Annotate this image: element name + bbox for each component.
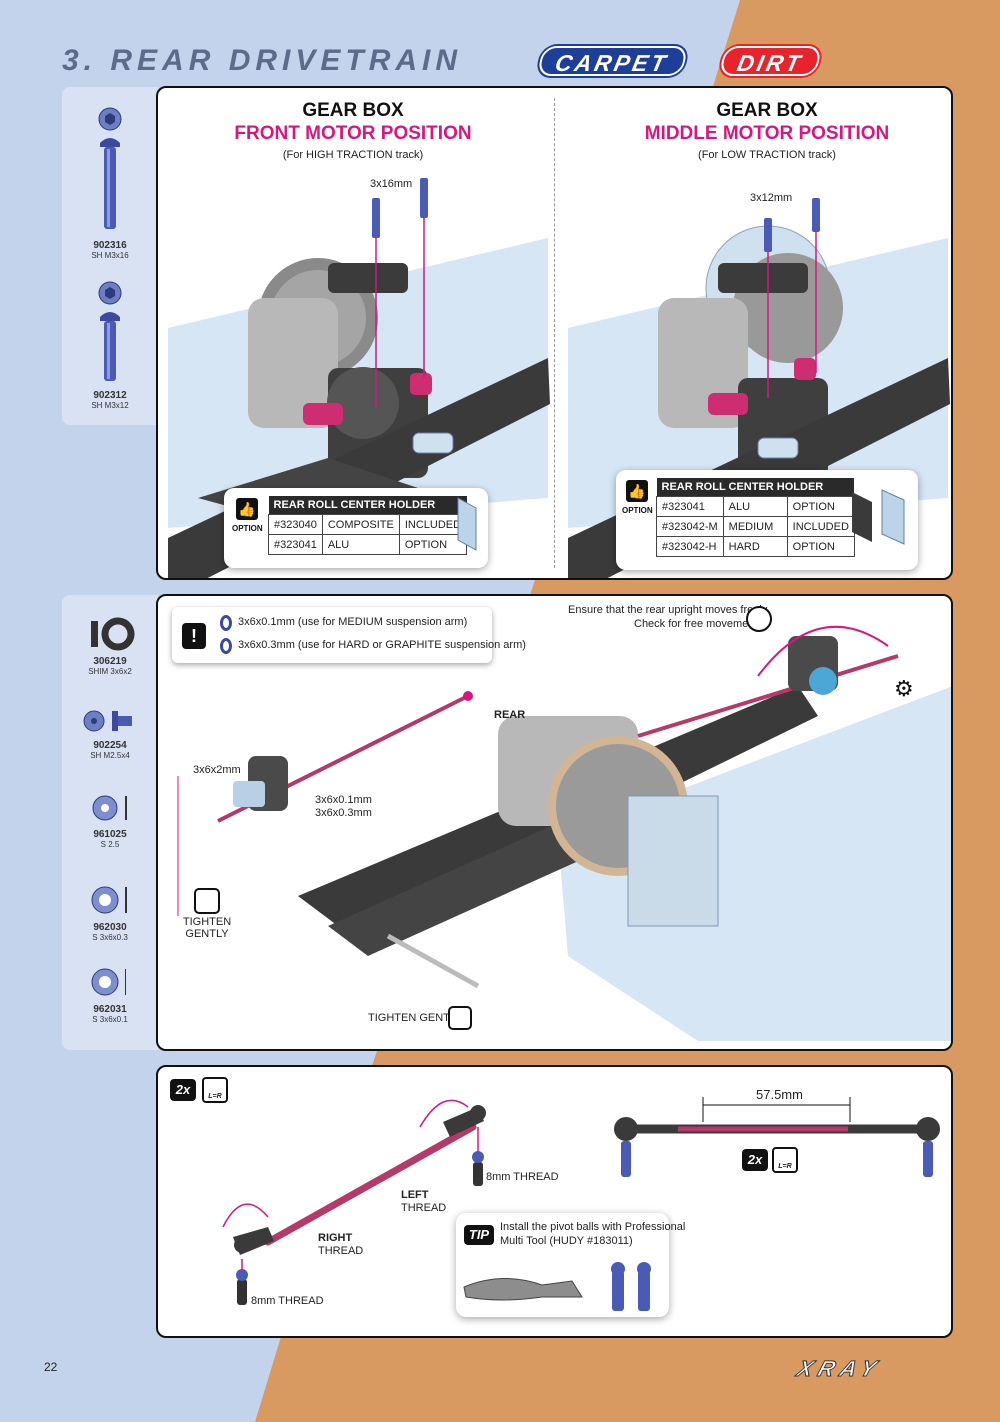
gearbox-middle-subtitle: MIDDLE MOTOR POSITION (644, 123, 890, 144)
washer-s2-5-icon (92, 795, 127, 821)
part-902312: 902312 SH M3x12 (62, 279, 158, 410)
roll-center-table-front: REAR ROLL CENTER HOLDER #323040 COMPOSIT… (268, 496, 468, 555)
table-row: #323042-H HARD OPTION (656, 536, 855, 557)
thumbs-up-icon: 👍 (236, 498, 258, 520)
part-902254: 902254 SH M2.5x4 (62, 707, 158, 760)
table-row: #323041 ALU OPTION (268, 534, 468, 555)
qty-badge-2: 2x (742, 1149, 768, 1171)
panel-divider (554, 98, 555, 568)
thumbs-up-icon: 👍 (626, 480, 648, 502)
screw-3x16-label: 3x16mm (370, 178, 413, 190)
rear-label: REAR (494, 709, 526, 721)
gearbox-front-illustration (168, 178, 550, 578)
thread-8mm-label-2: 8mm THREAD (251, 1295, 324, 1307)
hex-key-icon (194, 888, 220, 914)
lr-badge: L=R (202, 1077, 228, 1103)
shim-ring-icon (220, 638, 232, 654)
shim-3x6x2-label: 3x6x2mm (193, 764, 241, 776)
warning-box: ! 3x6x0.1mm (use for MEDIUM suspension a… (172, 607, 526, 663)
part-962030: 962030 S 3x6x0.3 (62, 883, 158, 942)
gearbox-middle-note: (For LOW TRACTION track) (698, 149, 836, 161)
multi-tool-icon (463, 1262, 651, 1311)
gearbox-front-note: (For HIGH TRACTION track) (282, 149, 424, 161)
tighten-gently-badge-1: TIGHTEN GENTLY (182, 888, 232, 940)
carpet-tag: CARPET (536, 46, 688, 76)
part-306219: 306219 SHIM 3x6x2 (62, 617, 158, 676)
check-line-2: Check for free movement. (634, 618, 761, 630)
gearbox-panel: GEAR BOX FRONT MOTOR POSITION (For HIGH … (156, 86, 953, 580)
table-row: #323040 COMPOSITE INCLUDED (268, 514, 468, 535)
shim-3x6x0-3-icon (91, 886, 127, 914)
part-962031: 962031 S 3x6x0.1 (62, 965, 158, 1024)
length-label: 57.5mm (756, 1087, 803, 1102)
shim-a-label: 3x6x0.1mm (315, 794, 372, 806)
linkage-illustration (222, 1097, 940, 1305)
tip-box: TIP Install the pivot balls with Profess… (456, 1213, 685, 1317)
tip-badge: TIP (464, 1225, 494, 1245)
parts-sidebar-top: 902316 SH M3x16 902312 SH M3x12 (62, 87, 158, 425)
screw-3x12-label: 3x12mm (750, 192, 793, 204)
suspension-illustration (177, 625, 951, 1041)
option-box-front: 👍 OPTION REAR ROLL CENTER HOLDER #323040… (224, 488, 488, 568)
screw-m3x16-icon (98, 107, 122, 229)
brand-logo: XRAY (794, 1356, 887, 1382)
right-thread-label: RIGHT (318, 1232, 353, 1244)
shim-ring-icon (220, 615, 232, 631)
free-movement-icon (746, 606, 772, 632)
tighten-gently-label-2: TIGHTEN GENTLY (368, 1012, 463, 1024)
lr-badge-2: L=R (772, 1147, 798, 1173)
gearbox-front-subtitle: FRONT MOTOR POSITION (234, 123, 472, 144)
part-902316: 902316 SH M3x16 (62, 105, 158, 260)
shim-3x6x0-1-icon (91, 968, 126, 996)
check-gear-icon: ⚙ (894, 676, 914, 701)
warn-line-1: 3x6x0.1mm (use for MEDIUM suspension arm… (238, 616, 468, 628)
gearbox-middle-title: GEAR BOX (716, 100, 818, 121)
dirt-tag: DIRT (718, 46, 823, 76)
parts-sidebar-middle: 306219 SHIM 3x6x2 902254 SH M2.5x4 96102… (62, 595, 158, 1050)
tip-line-2: Multi Tool (HUDY #183011) (500, 1235, 633, 1247)
table-row: #323042-M MEDIUM INCLUDED (656, 516, 855, 537)
screw-m3x12-icon (98, 281, 122, 381)
suspension-panel: 3x6x2mm 3x6x0.1mm 3x6x0.3mm REAR TIGHTEN… (156, 594, 953, 1051)
holder-part-icon (457, 497, 477, 551)
left-thread-label-2: THREAD (401, 1202, 447, 1214)
qty-badge: 2x (170, 1079, 196, 1101)
hex-key-icon (448, 1006, 472, 1030)
part-961025: 961025 S 2.5 (62, 792, 158, 849)
page-number: 22 (44, 1360, 58, 1374)
page-title: 3. REAR DRIVETRAIN (62, 44, 463, 77)
option-box-middle: 👍 OPTION REAR ROLL CENTER HOLDER #323041… (616, 470, 918, 570)
shim-b-label: 3x6x0.3mm (315, 807, 372, 819)
tip-line-1: Install the pivot balls with Professiona… (500, 1221, 686, 1233)
warn-line-2: 3x6x0.3mm (use for HARD or GRAPHITE susp… (238, 639, 526, 651)
right-thread-label-2: THREAD (318, 1245, 364, 1257)
warning-icon: ! (182, 623, 206, 649)
roll-center-table-middle: REAR ROLL CENTER HOLDER #323041 ALU OPTI… (656, 478, 855, 557)
holder-parts-icon (852, 489, 905, 545)
gearbox-front-title: GEAR BOX (302, 100, 404, 121)
thread-8mm-label-1: 8mm THREAD (486, 1171, 559, 1183)
check-line-1: Ensure that the rear upright moves freel… (568, 604, 770, 616)
table-row: #323041 ALU OPTION (656, 496, 855, 517)
shim-3x6x2-icon (91, 617, 135, 651)
screw-m2-5x4-icon (83, 710, 132, 732)
left-thread-label: LEFT (401, 1189, 429, 1201)
